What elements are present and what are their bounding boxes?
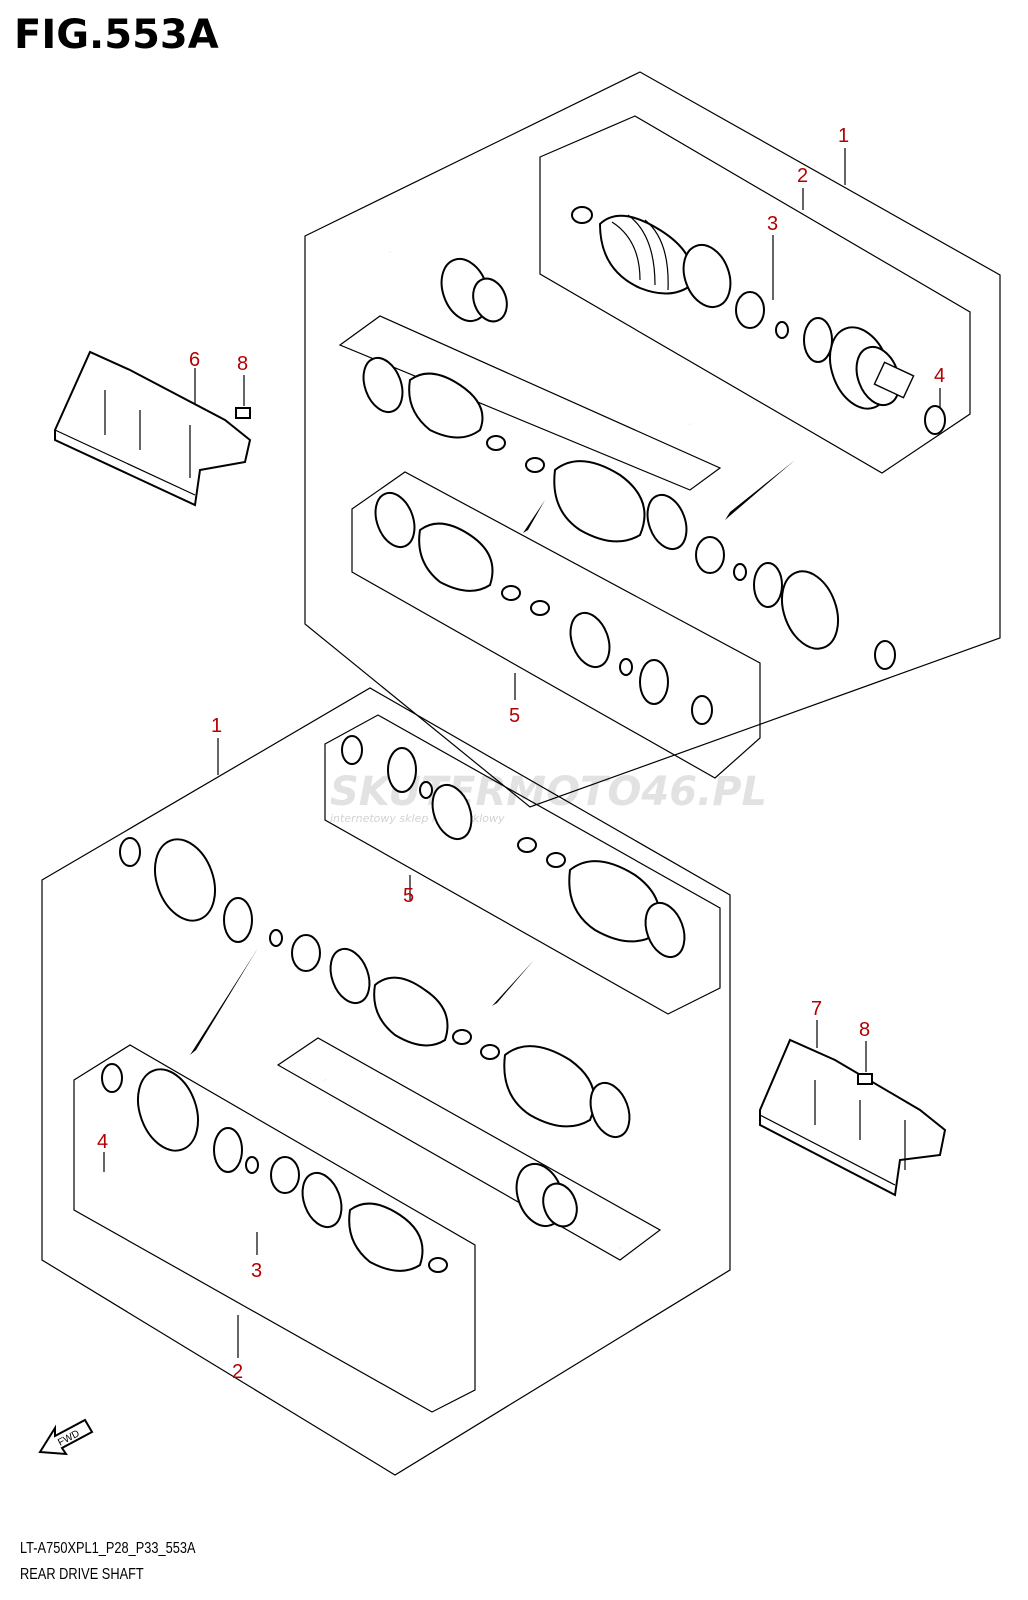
lower-band-c bbox=[480, 1044, 500, 1060]
upper-inner-joint bbox=[780, 570, 840, 650]
lower-kit-band-2 bbox=[517, 837, 537, 853]
lower-js-cage bbox=[270, 1156, 300, 1194]
lower-assembly-arrow-left bbox=[190, 948, 258, 1055]
lower-band-d bbox=[589, 1081, 631, 1139]
upper-band-c bbox=[525, 457, 545, 473]
upper-band-b bbox=[486, 435, 506, 451]
upper-kit-band-3 bbox=[530, 600, 550, 616]
upper-kit-boot bbox=[418, 522, 494, 592]
upper-boot-b bbox=[553, 460, 646, 543]
left-bolt-callout: 8 bbox=[237, 353, 248, 375]
right-bolt-callout: 8 bbox=[859, 1019, 870, 1041]
lower-boot-b bbox=[503, 1045, 596, 1128]
lower-kit-band-4 bbox=[644, 901, 686, 959]
lower-band-b bbox=[452, 1029, 472, 1045]
upper-ring-3 bbox=[733, 563, 747, 581]
lower-callout-5: 5 bbox=[403, 885, 414, 907]
upper-shaft-frame bbox=[338, 315, 722, 491]
upper-ring bbox=[775, 321, 789, 339]
upper-callout-5: 5 bbox=[509, 705, 520, 727]
lower-shaft-frame bbox=[276, 1037, 662, 1261]
lower-callout-3: 3 bbox=[251, 1260, 262, 1282]
figure-name: REAR DRIVE SHAFT bbox=[20, 1566, 144, 1583]
upper-band-small bbox=[571, 206, 593, 224]
lower-ring-b bbox=[269, 929, 283, 947]
upper-band-large bbox=[682, 244, 732, 308]
upper-ring-4 bbox=[753, 562, 783, 608]
upper-callout-3: 3 bbox=[767, 213, 778, 235]
upper-kit-band-1 bbox=[374, 491, 416, 549]
upper-callout-2: 2 bbox=[797, 165, 808, 187]
left-guard-callout: 6 bbox=[189, 349, 200, 371]
upper-boot-a bbox=[408, 372, 484, 439]
lower-js-boot bbox=[348, 1202, 424, 1272]
upper-outer-joint bbox=[829, 326, 915, 410]
lower-boot-set-frame bbox=[324, 714, 721, 1015]
right-guard-callout: 7 bbox=[811, 998, 822, 1020]
lower-kit-band-3 bbox=[546, 852, 566, 868]
upper-band-d bbox=[646, 493, 688, 551]
figure-code: LT-A750XPL1_P28_P33_553A bbox=[20, 1540, 196, 1557]
lower-assembly: 1 5 4 3 2 bbox=[41, 687, 731, 1476]
lower-band-a bbox=[329, 947, 371, 1005]
lower-kit-band-1 bbox=[431, 783, 473, 841]
lower-cage bbox=[291, 934, 321, 972]
upper-kit-ring-3 bbox=[691, 695, 713, 725]
lower-js-band bbox=[301, 1171, 343, 1229]
upper-circlip-2 bbox=[874, 640, 896, 670]
figure-title: FIG.553A bbox=[14, 12, 219, 58]
upper-kit-band-4 bbox=[569, 611, 611, 669]
upper-circlip bbox=[924, 405, 946, 435]
upper-cage bbox=[735, 291, 765, 329]
lower-assembly-arrow-right bbox=[492, 960, 534, 1006]
lower-js-joint bbox=[137, 1068, 199, 1152]
lower-callout-2: 2 bbox=[232, 1361, 243, 1383]
lower-callout-1: 1 bbox=[211, 715, 222, 737]
upper-callout-4: 4 bbox=[934, 365, 945, 387]
upper-joint-boot bbox=[598, 214, 693, 295]
upper-kit-band-2 bbox=[501, 585, 521, 601]
right-guard: 7 bbox=[759, 998, 947, 1197]
lower-inner-joint bbox=[154, 838, 216, 922]
upper-kit-ring-2 bbox=[639, 659, 669, 705]
right-bolt: 8 bbox=[857, 1019, 873, 1085]
lower-kit-ring-3 bbox=[419, 781, 433, 799]
left-bolt: 8 bbox=[235, 353, 251, 419]
upper-band-a bbox=[362, 356, 404, 414]
upper-outer-frame bbox=[304, 71, 1001, 808]
lower-kit-ring-2 bbox=[387, 747, 417, 793]
lower-joint-set-frame bbox=[73, 1044, 476, 1413]
lower-js-ring-1 bbox=[213, 1127, 243, 1173]
lower-js-circlip bbox=[101, 1063, 123, 1093]
upper-boot-set-frame bbox=[351, 471, 761, 779]
upper-drive-shaft bbox=[389, 250, 691, 426]
upper-assembly: 1 2 3 4 5 bbox=[304, 71, 1001, 808]
left-guard: 6 bbox=[54, 349, 252, 507]
lower-drive-shaft bbox=[324, 1078, 621, 1250]
lower-callout-4: 4 bbox=[97, 1131, 108, 1153]
upper-joint-set-frame bbox=[539, 115, 971, 474]
upper-cage-2 bbox=[695, 536, 725, 574]
lower-circlip-top bbox=[119, 837, 141, 867]
fwd-arrow-icon: FWD bbox=[38, 1418, 94, 1456]
upper-ring-2 bbox=[803, 317, 833, 363]
lower-ring-a bbox=[223, 897, 253, 943]
watermark-tagline: internetowy sklep motocyklowy bbox=[330, 812, 505, 825]
lower-js-band-small bbox=[428, 1257, 448, 1273]
lower-js-ring-2 bbox=[245, 1156, 259, 1174]
upper-callout-1: 1 bbox=[838, 125, 849, 147]
lower-outer-frame bbox=[41, 687, 731, 1476]
lower-kit-ring-1 bbox=[341, 735, 363, 765]
lower-boot-a bbox=[373, 976, 449, 1047]
fwd-label: FWD bbox=[56, 1428, 81, 1448]
upper-assembly-arrow-right bbox=[725, 460, 795, 520]
upper-assembly-arrow-left bbox=[523, 500, 545, 533]
upper-kit-ring-1 bbox=[619, 658, 633, 676]
